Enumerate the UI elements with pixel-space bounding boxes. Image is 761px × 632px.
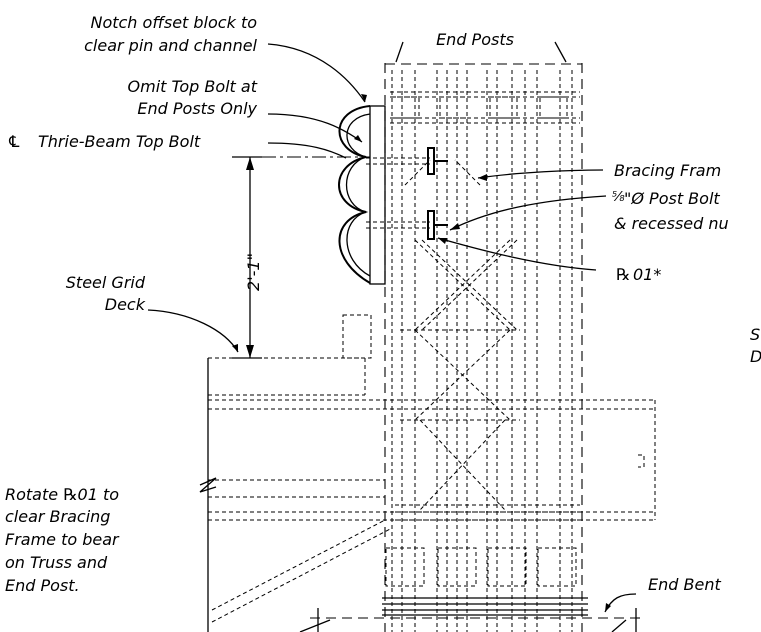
notch-offset-label-line2: clear pin and channel bbox=[84, 36, 257, 55]
leader-lines bbox=[147, 41, 637, 613]
rotate-plate-symbol: ℞ bbox=[63, 485, 77, 504]
bracing-frame-label: Bracing Fram bbox=[614, 161, 721, 180]
cutoff-label-d: D bbox=[750, 347, 761, 366]
thrie-beam-top-bolt-label: Thrie-Beam Top Bolt bbox=[38, 132, 201, 151]
pl01-star-label: 01* bbox=[633, 265, 661, 284]
dimension-2-1 bbox=[232, 156, 370, 359]
plate-symbol: ℞ bbox=[616, 265, 630, 284]
rotate-label-prefix: Rotate bbox=[5, 485, 63, 504]
centerline-symbol: ℄ bbox=[7, 132, 21, 151]
omit-top-bolt-label-line2: End Posts Only bbox=[137, 99, 257, 118]
steel-grid-deck-label-line1: Steel Grid bbox=[66, 273, 146, 292]
post-bolt-fraction: ⅝ bbox=[612, 190, 625, 205]
steel-grid-deck-label-line2: Deck bbox=[105, 295, 146, 314]
cutoff-label-s: S bbox=[750, 325, 760, 344]
rotate-label-line1: Rotate ℞01 to bbox=[5, 485, 119, 504]
rotate-label-line2: clear Bracing bbox=[5, 507, 110, 526]
end-bent-label: End Bent bbox=[648, 575, 721, 594]
end-posts-label: End Posts bbox=[436, 30, 514, 49]
steel-grid-deck bbox=[199, 314, 656, 632]
post-bolts bbox=[366, 147, 448, 240]
omit-top-bolt-label-line1: Omit Top Bolt at bbox=[128, 77, 258, 96]
rotate-label-suffix: 01 to bbox=[78, 485, 120, 504]
rotate-label-line5: End Post. bbox=[5, 576, 80, 595]
notch-offset-label-line1: Notch offset block to bbox=[90, 13, 257, 32]
rotate-label-line4: on Truss and bbox=[5, 553, 108, 572]
dimension-text: 2'-1" bbox=[244, 253, 263, 291]
thrie-beam-rail bbox=[338, 105, 386, 285]
end-bent-hardware bbox=[299, 547, 640, 632]
end-posts-outline bbox=[384, 63, 583, 632]
recessed-nut-label: & recessed nu bbox=[614, 214, 729, 233]
post-bolt-label: "Ø Post Bolt bbox=[624, 189, 720, 208]
rotate-label-line3: Frame to bear bbox=[5, 530, 120, 549]
